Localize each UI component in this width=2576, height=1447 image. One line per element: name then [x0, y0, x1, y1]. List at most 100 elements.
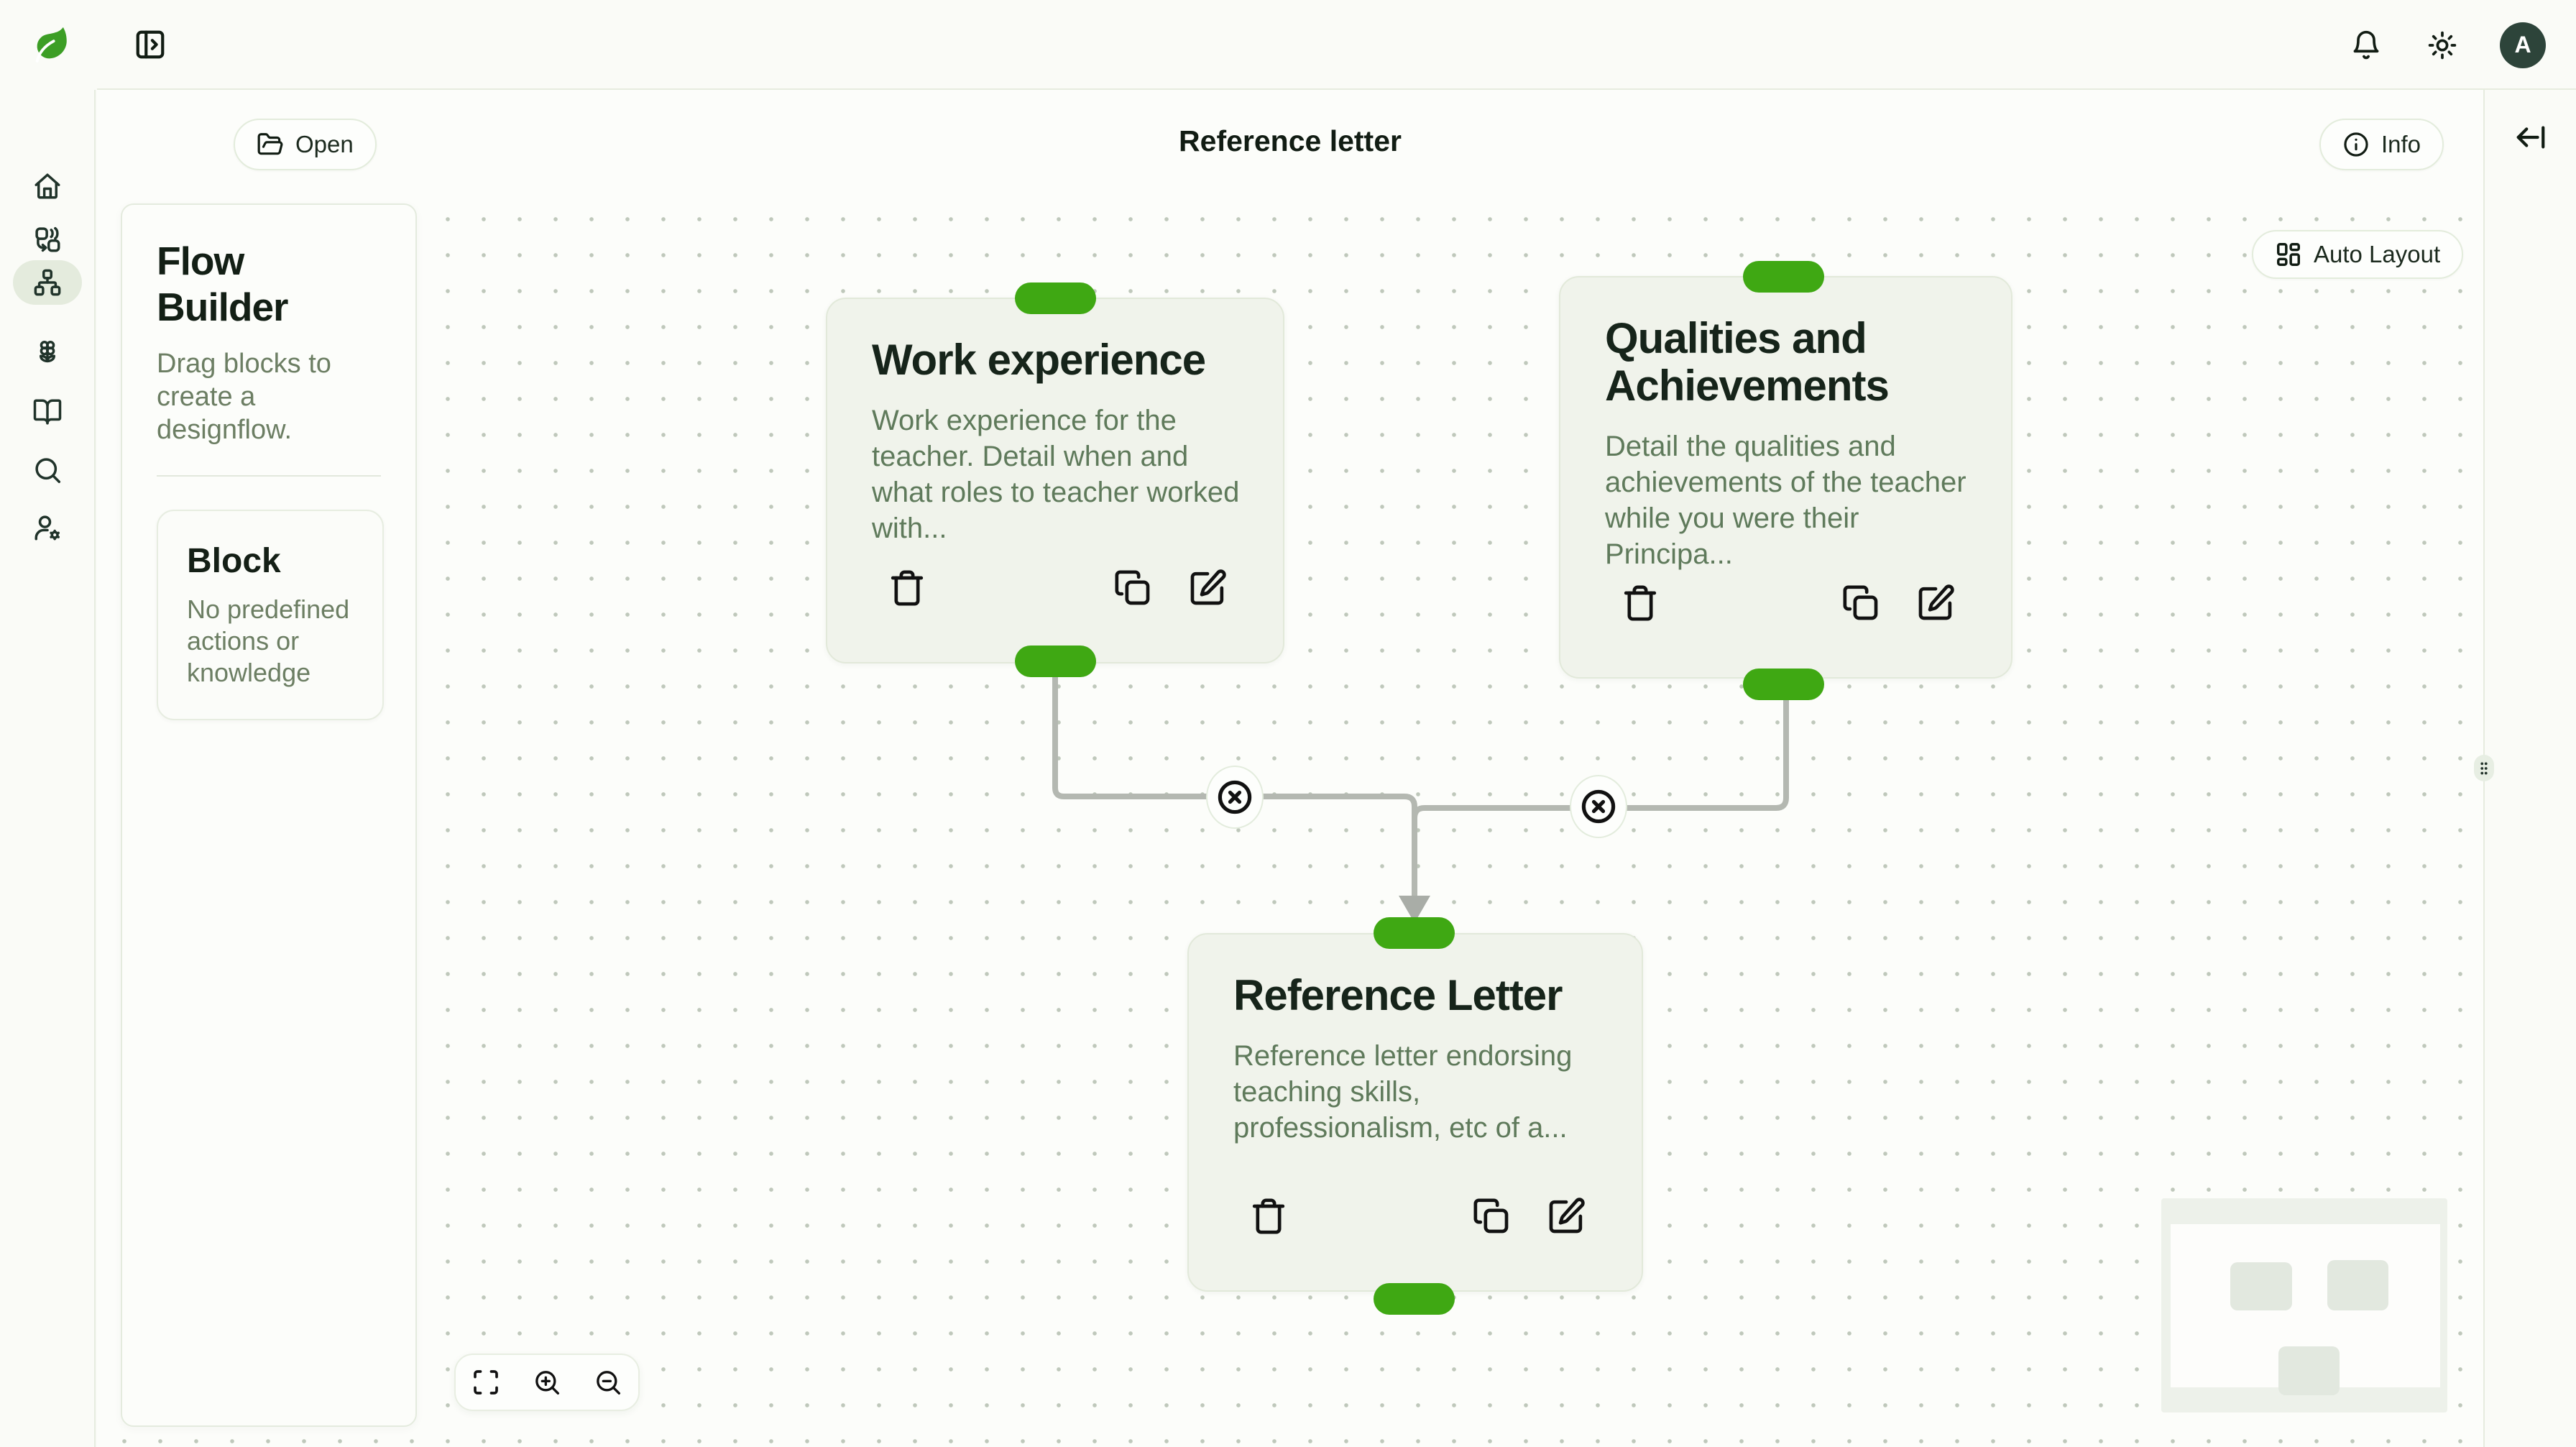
- document-header: Open Reference letter Info: [97, 90, 2483, 194]
- arrow-left-from-line-icon: [2516, 126, 2545, 149]
- minimap-viewport: [2171, 1224, 2440, 1395]
- trash-icon: [1624, 585, 1657, 621]
- info-icon: [2344, 132, 2368, 157]
- node-description: Work experience for the teacher. Detail …: [872, 405, 1240, 544]
- zoom-in-icon: [535, 1371, 559, 1395]
- node-title: Qualities and Achievements: [1605, 314, 1890, 410]
- node-actions: [886, 567, 1228, 609]
- user-settings-icon: [34, 515, 60, 541]
- duplicate-node-button[interactable]: [1840, 582, 1882, 624]
- panel-divider: [157, 475, 381, 477]
- minimap-node: [2230, 1262, 2292, 1310]
- zoom-out-button[interactable]: [591, 1365, 625, 1400]
- fit-view-button[interactable]: [469, 1365, 503, 1400]
- block-title: Block: [187, 542, 281, 580]
- node-title: Reference Letter: [1233, 971, 1563, 1019]
- sidebar-item-account-settings[interactable]: [13, 505, 82, 550]
- notifications-button[interactable]: [2347, 27, 2385, 64]
- open-button[interactable]: Open: [234, 119, 377, 170]
- expand-right-panel-button[interactable]: [2512, 119, 2549, 156]
- node-description: Detail the qualities and achievements of…: [1605, 431, 1966, 570]
- search-icon: [35, 458, 61, 484]
- minimap-node: [2278, 1346, 2340, 1395]
- copy-icon: [1473, 1198, 1509, 1234]
- delete-node-button[interactable]: [1619, 582, 1661, 624]
- sidebar-item-garden[interactable]: [13, 331, 82, 375]
- sidebar-item-transforms[interactable]: [13, 217, 82, 262]
- grip-dots-icon: [2480, 762, 2488, 774]
- node-title: Work experience: [872, 336, 1206, 384]
- right-panel-strip: [2474, 90, 2576, 1447]
- zoom-in-button[interactable]: [530, 1365, 564, 1400]
- folder-open-icon: [257, 133, 283, 155]
- flow-canvas[interactable]: Auto Layout Work experience Work experie…: [97, 194, 2483, 1447]
- trash-icon: [1252, 1198, 1285, 1234]
- swap-blocks-icon: [35, 226, 60, 252]
- node-actions: [1248, 1195, 1587, 1237]
- node-handle-target[interactable]: [1743, 261, 1824, 293]
- canvas-controls: [454, 1354, 640, 1411]
- delete-node-button[interactable]: [1248, 1195, 1289, 1237]
- edge-qualities-to-letter: [1412, 697, 1789, 819]
- block-description: No predefined actions or knowledge: [187, 594, 350, 687]
- node-qualities-achievements[interactable]: Qualities and Achievements Detail the qu…: [1559, 276, 2012, 679]
- duplicate-node-button[interactable]: [1112, 567, 1154, 609]
- draggable-block-card[interactable]: Block No predefined actions or knowledge: [157, 510, 384, 720]
- node-reference-letter[interactable]: Reference Letter Reference letter endors…: [1187, 933, 1643, 1292]
- auto-layout-button[interactable]: Auto Layout: [2252, 230, 2464, 279]
- node-handle-target[interactable]: [1374, 917, 1455, 949]
- flow-builder-panel: Flow Builder Drag blocks to create a des…: [121, 203, 417, 1427]
- fullscreen-icon: [474, 1370, 499, 1395]
- theme-toggle-button[interactable]: [2424, 27, 2461, 64]
- topbar-divider: [97, 88, 2576, 90]
- bell-icon: [2353, 30, 2379, 59]
- node-handle-source[interactable]: [1015, 646, 1096, 677]
- panel-title: Flow Builder: [157, 239, 288, 329]
- avatar[interactable]: A: [2500, 22, 2546, 68]
- info-button-label: Info: [2380, 131, 2421, 157]
- edit-node-button[interactable]: [1915, 582, 1956, 624]
- layout-dashboard-icon: [2277, 243, 2300, 266]
- sidebar-item-home[interactable]: [13, 164, 82, 208]
- info-button[interactable]: Info: [2319, 119, 2444, 170]
- node-handle-source[interactable]: [1374, 1283, 1455, 1315]
- duplicate-node-button[interactable]: [1471, 1195, 1512, 1237]
- node-handle-target[interactable]: [1015, 282, 1096, 314]
- open-button-label: Open: [295, 131, 354, 157]
- topbar-actions: A: [2347, 0, 2546, 90]
- node-work-experience[interactable]: Work experience Work experience for the …: [826, 298, 1284, 663]
- sidebar-item-library[interactable]: [13, 390, 82, 434]
- flower-icon: [39, 341, 56, 363]
- minimap[interactable]: [2161, 1198, 2447, 1412]
- delete-node-button[interactable]: [886, 567, 928, 609]
- icon-rail: [0, 0, 96, 1447]
- trash-icon: [891, 570, 924, 606]
- copy-icon: [1115, 570, 1150, 605]
- flow-hierarchy-icon: [34, 269, 61, 296]
- panel-left-open-icon: [136, 30, 165, 59]
- edit-node-button[interactable]: [1545, 1195, 1587, 1237]
- remove-edge-button[interactable]: [1570, 775, 1627, 838]
- circle-x-icon: [1581, 789, 1616, 824]
- node-actions: [1619, 582, 1956, 624]
- sun-icon: [2428, 31, 2457, 59]
- sidebar-item-search[interactable]: [13, 448, 82, 492]
- edit-node-button[interactable]: [1187, 567, 1228, 609]
- panel-subtitle: Drag blocks to create a designflow.: [157, 349, 331, 445]
- node-handle-source[interactable]: [1743, 669, 1824, 700]
- edit-icon: [1190, 569, 1226, 605]
- top-bar: A: [0, 0, 2576, 90]
- copy-icon: [1843, 585, 1878, 620]
- page-title: Reference letter: [1179, 124, 1402, 157]
- minimap-node: [2327, 1260, 2388, 1310]
- node-description: Reference letter endorsing teaching skil…: [1233, 1040, 1573, 1144]
- panel-left-toggle-button[interactable]: [132, 26, 169, 63]
- sidebar-item-flow-builder[interactable]: [13, 260, 82, 305]
- edit-icon: [1918, 584, 1954, 620]
- edit-icon: [1549, 1198, 1585, 1234]
- panel-resize-handle[interactable]: [2474, 755, 2494, 781]
- leaf-logo: [35, 27, 67, 63]
- circle-x-icon: [1218, 780, 1252, 814]
- remove-edge-button[interactable]: [1206, 766, 1264, 829]
